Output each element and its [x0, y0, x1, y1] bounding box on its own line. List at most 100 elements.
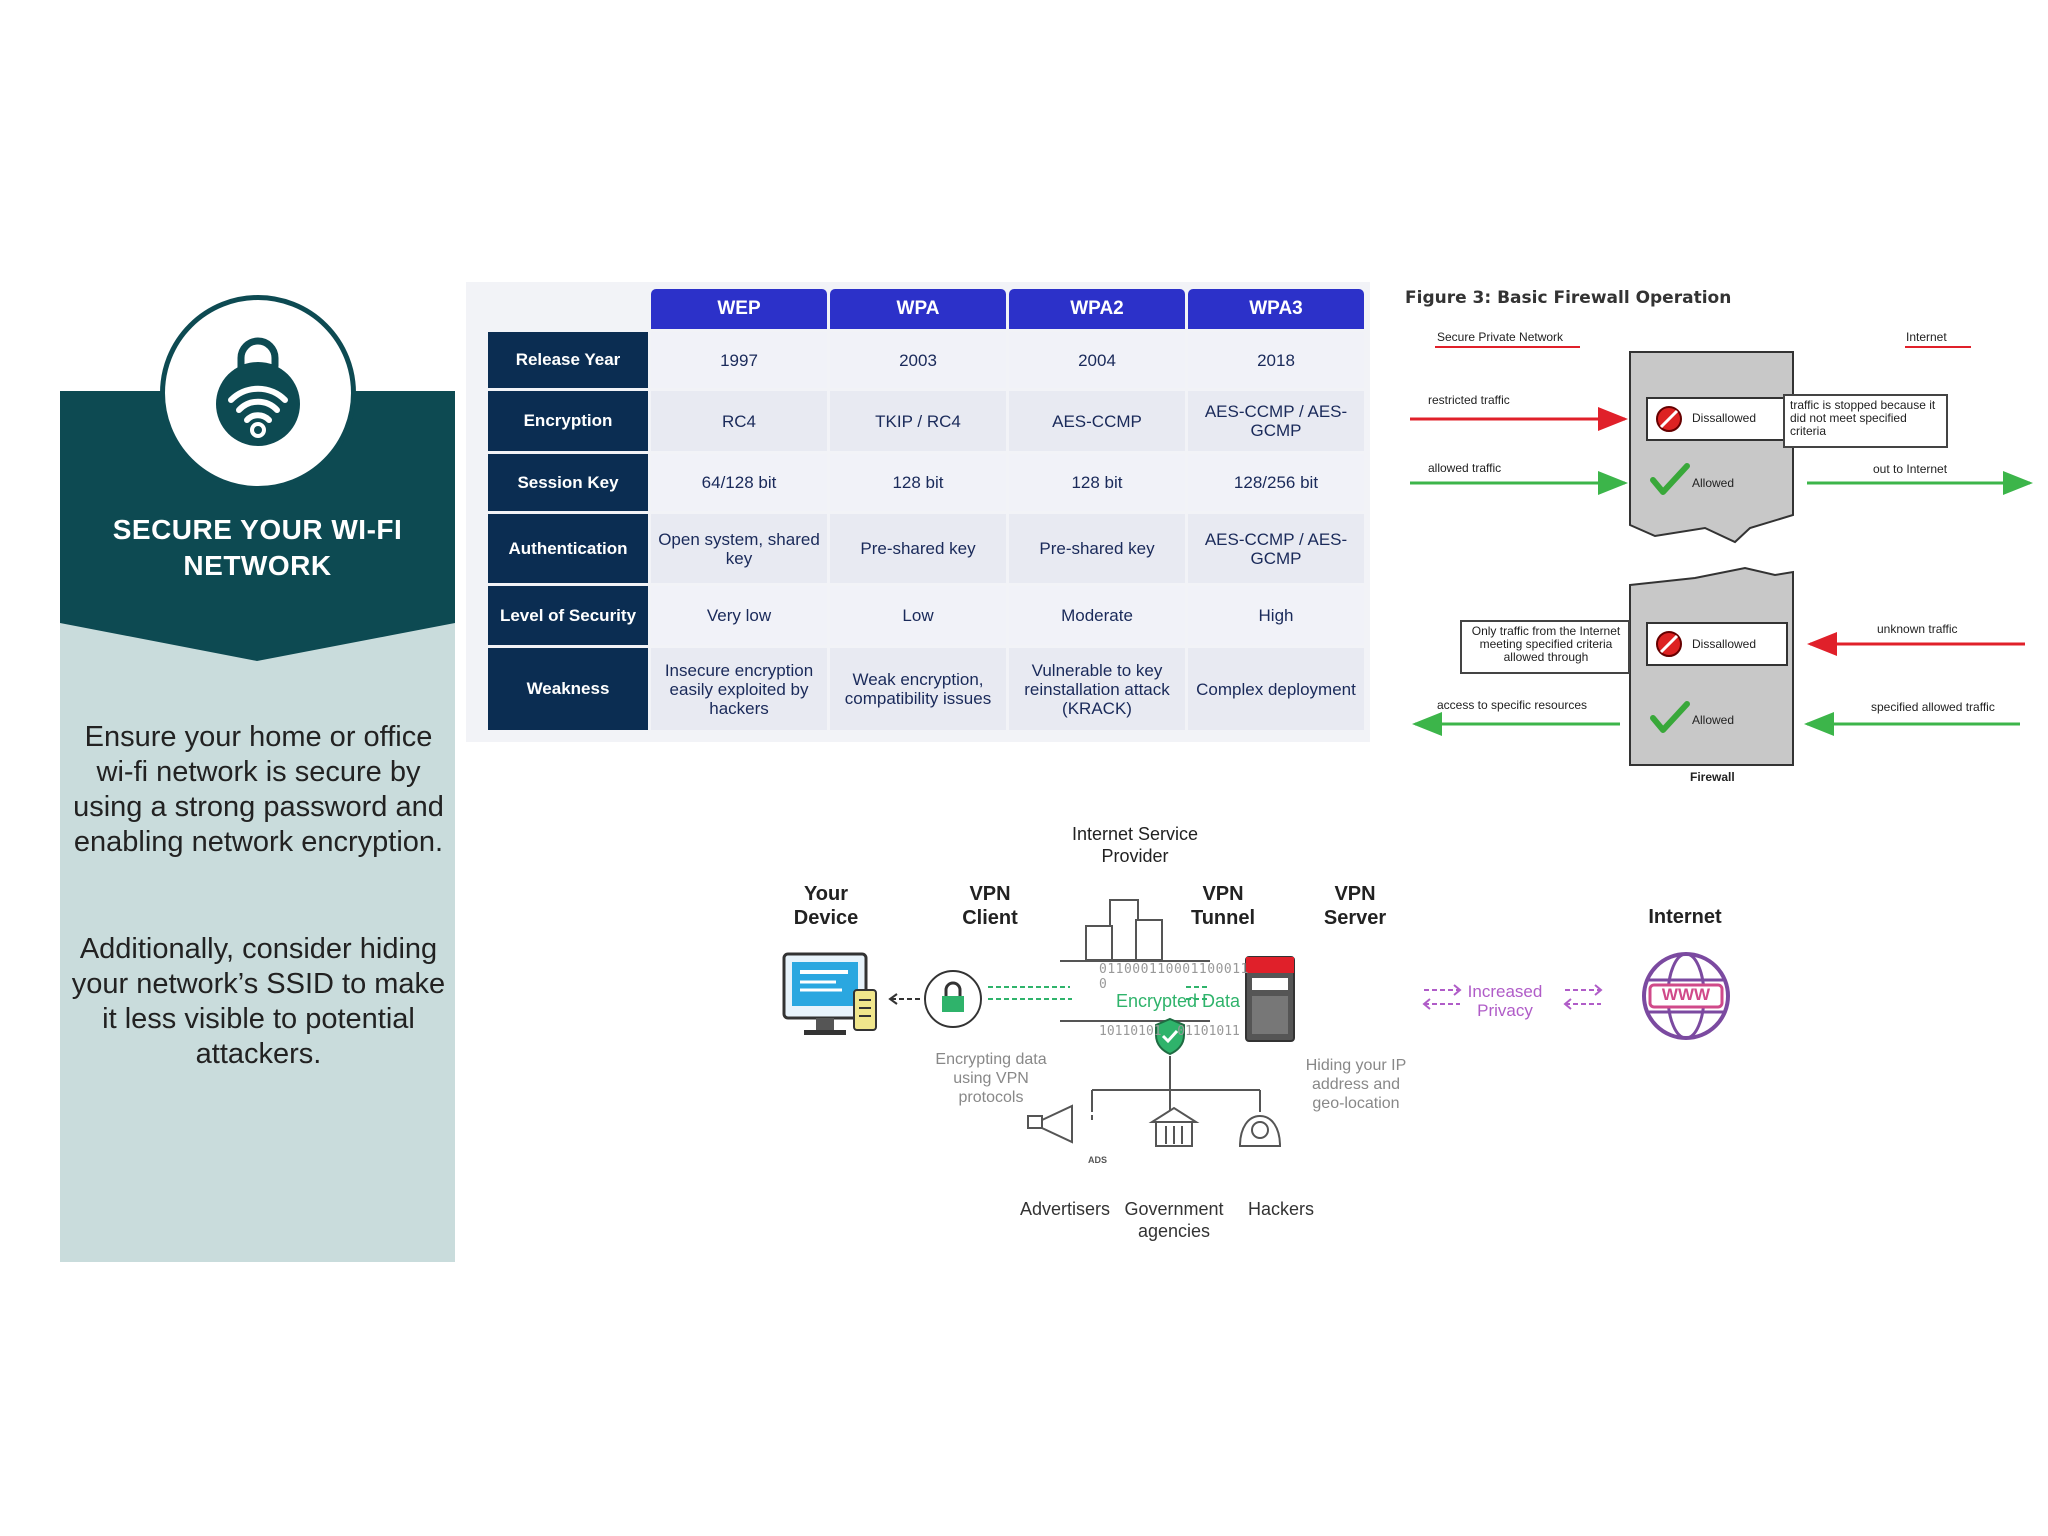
globe-icon	[1642, 952, 1730, 1040]
binary-top: 011000110001100011 0	[1099, 962, 1249, 992]
table-cell: 2003	[830, 332, 1006, 388]
vpn-client-label: VPN Client	[962, 883, 1018, 929]
table-row: Authentication Open system, shared key P…	[488, 514, 1364, 583]
observer-links	[1091, 1089, 1261, 1120]
row-header: Encryption	[488, 391, 648, 451]
table-corner	[488, 289, 648, 329]
table-cell: 1997	[651, 332, 827, 388]
table-cell: Weak encryption, compatibility issues	[830, 648, 1006, 730]
table-cell: Insecure encryption easily exploited by …	[651, 648, 827, 730]
increased-privacy-label: Increased Privacy	[1467, 982, 1543, 1020]
title-line-2: NETWORK	[183, 550, 332, 581]
row-header: Release Year	[488, 332, 648, 388]
table-cell: Low	[830, 586, 1006, 645]
row-header: Session Key	[488, 454, 648, 511]
title-line-1: SECURE YOUR WI-FI	[112, 514, 403, 545]
disallowed-label: Dissallowed	[1692, 637, 1757, 651]
ads-label: ADS	[1088, 1155, 1108, 1165]
privacy-arrows	[1422, 984, 1603, 1010]
www-label: WWW	[1661, 985, 1711, 1004]
wifi-lock-icon	[160, 295, 356, 491]
wifi-security-table: WEP WPA WPA2 WPA3 Release Year 1997 2003…	[485, 286, 1367, 733]
internet-label: Internet	[1648, 906, 1722, 928]
title-banner	[60, 391, 455, 661]
internet-label: Internet	[1906, 330, 1947, 344]
hacker-icon	[1238, 1114, 1282, 1147]
table-cell: TKIP / RC4	[830, 391, 1006, 451]
allowed-label: Allowed	[1692, 476, 1735, 490]
table-row: Level of Security Very low Low Moderate …	[488, 586, 1364, 645]
vpn-server-label: VPN Server	[1323, 883, 1387, 929]
allowed-label: Allowed	[1692, 713, 1735, 727]
lock-icon	[924, 970, 982, 1028]
only-traffic-note-box: Only traffic from the Internet meeting s…	[1460, 620, 1630, 674]
isp-label: Internet Service Provider	[1071, 824, 1199, 866]
encrypting-note: Encrypting data using VPN protocols	[935, 1051, 1047, 1106]
table-cell: RC4	[651, 391, 827, 451]
only-traffic-note: Only traffic from the Internet meeting s…	[1471, 624, 1621, 664]
table-cell: AES-CCMP / AES-GCMP	[1188, 391, 1364, 451]
table-cell: 128/256 bit	[1188, 454, 1364, 511]
table-cell: Vulnerable to key reinstallation attack …	[1009, 648, 1185, 730]
table-cell: Pre-shared key	[830, 514, 1006, 583]
table-cell: 128 bit	[1009, 454, 1185, 511]
computer-icon	[782, 952, 868, 1035]
government-building-icon	[1148, 1106, 1200, 1147]
out-to-internet-label: out to Internet	[1873, 462, 1948, 476]
server-icon	[1245, 956, 1295, 1042]
paragraph-password: Ensure your home or office wi-fi network…	[73, 721, 444, 858]
table-row: Weakness Insecure encryption easily expl…	[488, 648, 1364, 730]
stopped-note: traffic is stopped because it did not me…	[1790, 398, 1936, 438]
firewall-wall-bottom	[1629, 566, 1794, 766]
table-row: Session Key 64/128 bit 128 bit 128 bit 1…	[488, 454, 1364, 511]
shield-icon	[1155, 1017, 1185, 1056]
specified-allowed-label: specified allowed traffic	[1871, 700, 1995, 714]
vpn-diagram	[782, 899, 1295, 1147]
row-header: Level of Security	[488, 586, 648, 645]
paragraph-ssid: Additionally, consider hiding your netwo…	[71, 933, 446, 1070]
table-cell: 2018	[1188, 332, 1364, 388]
firewall-figure-title: Figure 3: Basic Firewall Operation	[1405, 288, 1732, 308]
disallowed-box-top	[1646, 397, 1788, 441]
unknown-traffic-label: unknown traffic	[1877, 622, 1958, 636]
government-label: Government agencies	[1124, 1199, 1224, 1241]
table-cell: 64/128 bit	[651, 454, 827, 511]
table-cell: 128 bit	[830, 454, 1006, 511]
secure-network-label: Secure Private Network	[1437, 330, 1564, 344]
advertisers-label: Advertisers	[1019, 1199, 1111, 1219]
table-cell: 2004	[1009, 332, 1185, 388]
megaphone-icon	[1027, 1104, 1073, 1144]
row-header: Weakness	[488, 648, 648, 730]
firewall-wall-top	[1629, 351, 1794, 544]
vpn-tunnel-label: VPN Tunnel	[1190, 883, 1256, 929]
table-row: Release Year 1997 2003 2004 2018	[488, 332, 1364, 388]
table-cell: High	[1188, 586, 1364, 645]
column-header: WPA3	[1188, 289, 1364, 329]
table-cell: AES-CCMP / AES-GCMP	[1188, 514, 1364, 583]
firewall-diagram	[1410, 346, 2033, 766]
no-entry-icon	[1656, 631, 1682, 657]
access-resources-label: access to specific resources	[1437, 698, 1588, 712]
no-entry-icon	[1656, 406, 1682, 432]
table-cell: Pre-shared key	[1009, 514, 1185, 583]
firewall-label: Firewall	[1690, 770, 1735, 784]
checkmark-icon	[1650, 701, 1690, 733]
hiding-note: Hiding your IP address and geo-location	[1305, 1057, 1407, 1112]
table-cell: Moderate	[1009, 586, 1185, 645]
allowed-traffic-label: allowed traffic	[1428, 461, 1502, 475]
panel-title: SECURE YOUR WI-FI NETWORK	[70, 512, 445, 584]
column-header: WPA2	[1009, 289, 1185, 329]
column-header: WPA	[830, 289, 1006, 329]
stopped-note-box: traffic is stopped because it did not me…	[1783, 394, 1948, 448]
table-cell: Open system, shared key	[651, 514, 827, 583]
binary-bottom: 10110101 01101011	[1099, 1024, 1240, 1039]
restricted-traffic-label: restricted traffic	[1428, 393, 1510, 407]
table-cell: AES-CCMP	[1009, 391, 1185, 451]
isp-building-icon	[1060, 899, 1210, 1022]
your-device-label: Your Device	[793, 883, 859, 929]
checkmark-icon	[1650, 463, 1690, 495]
column-header: WEP	[651, 289, 827, 329]
row-header: Authentication	[488, 514, 648, 583]
encrypted-data-label: Encrypted Data	[1116, 991, 1241, 1011]
table-cell: Very low	[651, 586, 827, 645]
